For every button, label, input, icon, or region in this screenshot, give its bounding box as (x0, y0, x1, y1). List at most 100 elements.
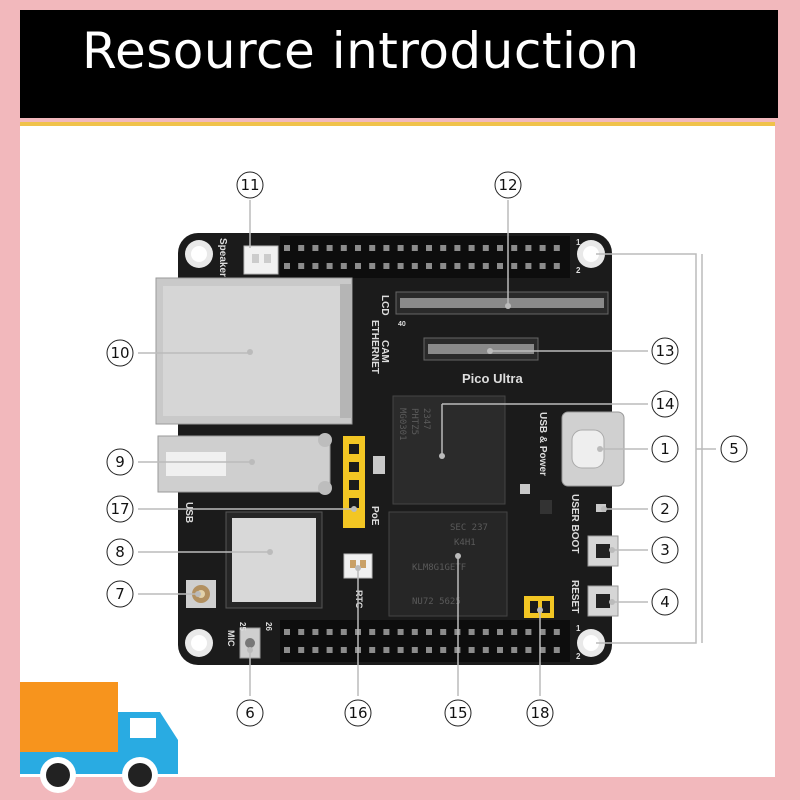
header-pin (298, 629, 305, 635)
svg-text:17: 17 (110, 500, 129, 518)
jumper-header (524, 596, 554, 618)
callout-4: 4 (651, 588, 679, 616)
speaker-label: Speaker (217, 238, 228, 277)
header-pin (468, 245, 475, 251)
user-boot-label: USER BOOT (569, 494, 580, 553)
header-pin (397, 629, 404, 635)
header-pin (340, 263, 347, 269)
svg-text:4: 4 (660, 593, 670, 611)
header-pin (369, 629, 376, 635)
header-pin (397, 245, 404, 251)
bottom-pin-header (280, 620, 570, 662)
header-pin (369, 263, 376, 269)
svg-text:10: 10 (110, 344, 129, 362)
header-pin (511, 263, 518, 269)
header-pin (539, 647, 546, 653)
lcd-fpc-connector (395, 291, 609, 315)
header-pin (539, 263, 546, 269)
svg-text:KLM8G1GETF: KLM8G1GETF (412, 563, 466, 573)
callout-8: 8 (106, 538, 134, 566)
header-pin (312, 245, 319, 251)
svg-text:14: 14 (655, 395, 674, 413)
pin-2b-label: 2 (576, 652, 581, 661)
header-pin (440, 647, 447, 653)
header-pin (369, 245, 376, 251)
callout-11: 11 (236, 171, 264, 199)
callout-1: 1 (651, 435, 679, 463)
callout-17: 17 (106, 495, 134, 523)
mounting-holes (185, 240, 605, 657)
board-name: Pico Ultra (462, 371, 523, 386)
header-pin (326, 629, 333, 635)
header-pin (312, 629, 319, 635)
usb-label: USB (183, 502, 194, 523)
callout-9: 9 (106, 448, 134, 476)
reset-label: RESET (569, 580, 580, 613)
svg-text:MG0301: MG0301 (397, 408, 407, 441)
pin-26-label: 26 (264, 622, 273, 631)
header-pin (497, 263, 503, 269)
header-pin (539, 629, 546, 635)
header-pin (440, 629, 447, 635)
callout-5: 5 (720, 435, 748, 463)
leader-dots (195, 303, 615, 653)
svg-text:13: 13 (655, 342, 674, 360)
callout-14: 14 (651, 390, 679, 418)
header-pin (411, 263, 418, 269)
poe-label: PoE (369, 506, 380, 526)
header-pin (497, 245, 503, 251)
microphone (239, 627, 261, 659)
callout-12: 12 (494, 171, 522, 199)
svg-text:K4H1: K4H1 (454, 538, 476, 548)
header-pin (468, 263, 475, 269)
header-pin (383, 647, 390, 653)
header-pin (355, 245, 361, 251)
header-pin (511, 647, 518, 653)
svg-text:7: 7 (115, 585, 125, 603)
callout-16: 16 (344, 699, 372, 727)
header-pin (284, 629, 290, 635)
svg-text:11: 11 (240, 176, 259, 194)
header-pin (411, 629, 418, 635)
header-pin (397, 647, 404, 653)
header-pin (482, 629, 489, 635)
svg-text:6: 6 (245, 704, 255, 722)
callout-7: 7 (106, 580, 134, 608)
usb-a-port (157, 433, 332, 495)
poe-header (343, 436, 385, 528)
header-pin (312, 263, 319, 269)
header-pin (383, 629, 390, 635)
header-pin (298, 263, 305, 269)
cam-label: CAM (379, 340, 390, 363)
smd-component (540, 500, 552, 514)
svg-text:3: 3 (660, 541, 670, 559)
header-pin (497, 629, 503, 635)
header-pin (525, 263, 532, 269)
svg-text:8: 8 (115, 543, 125, 561)
header-pin (482, 263, 489, 269)
processor-chip: MG0301 PHTZ5 2347 (392, 395, 506, 505)
svg-text:1: 1 (660, 440, 670, 458)
svg-text:2: 2 (660, 500, 670, 518)
header-pin (326, 245, 333, 251)
page-title: Resource introduction (82, 22, 640, 80)
svg-text:18: 18 (530, 704, 549, 722)
callout-2: 2 (651, 495, 679, 523)
header-bar: Resource introduction (20, 10, 778, 118)
smd-component (520, 484, 530, 494)
wireless-module (225, 511, 323, 609)
header-pin (553, 629, 560, 635)
header-pin (411, 245, 418, 251)
header-pin (326, 263, 333, 269)
callout-15: 15 (444, 699, 472, 727)
header-pin (454, 263, 461, 269)
header-pin (468, 629, 475, 635)
header-pin (454, 245, 461, 251)
header-pin (340, 245, 347, 251)
header-pin (426, 629, 432, 635)
callout-18: 18 (526, 699, 554, 727)
svg-text:SEC 237: SEC 237 (450, 523, 488, 533)
delivery-truck-icon (20, 682, 178, 793)
svg-text:15: 15 (448, 704, 467, 722)
